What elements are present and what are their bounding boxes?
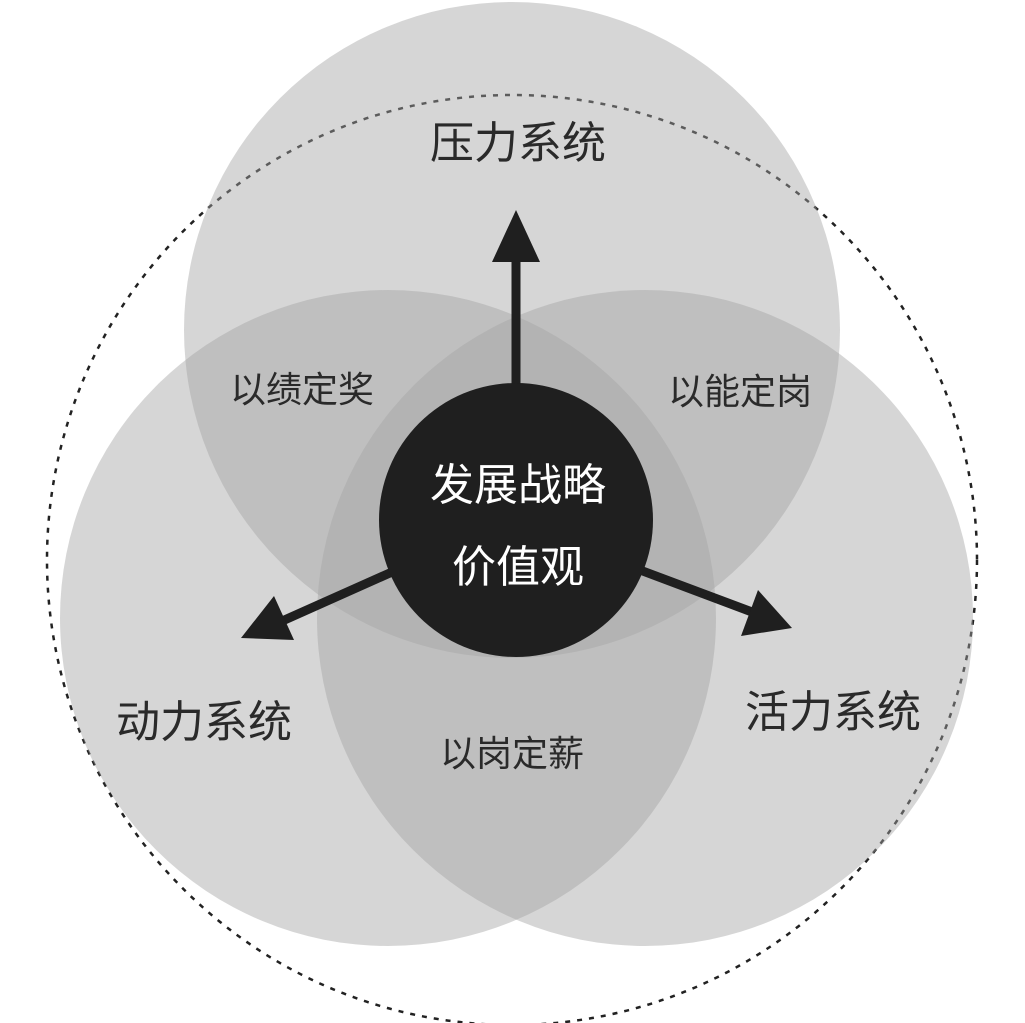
label-left-system: 动力系统 xyxy=(116,697,292,748)
core-text-line2: 价值观 xyxy=(452,542,584,593)
label-top-system: 压力系统 xyxy=(430,118,606,169)
arrow-up xyxy=(492,210,540,400)
label-overlap-bottom: 以岗定薪 xyxy=(440,734,584,775)
label-right-system: 活力系统 xyxy=(745,687,921,738)
core-circle xyxy=(379,383,653,657)
outer-dotted-ring xyxy=(45,93,979,1023)
label-overlap-top-right: 以能定岗 xyxy=(668,372,812,413)
core-text-line1: 发展战略 xyxy=(430,460,606,511)
label-overlap-top-left: 以绩定奖 xyxy=(230,370,374,411)
circle-right xyxy=(317,290,973,946)
